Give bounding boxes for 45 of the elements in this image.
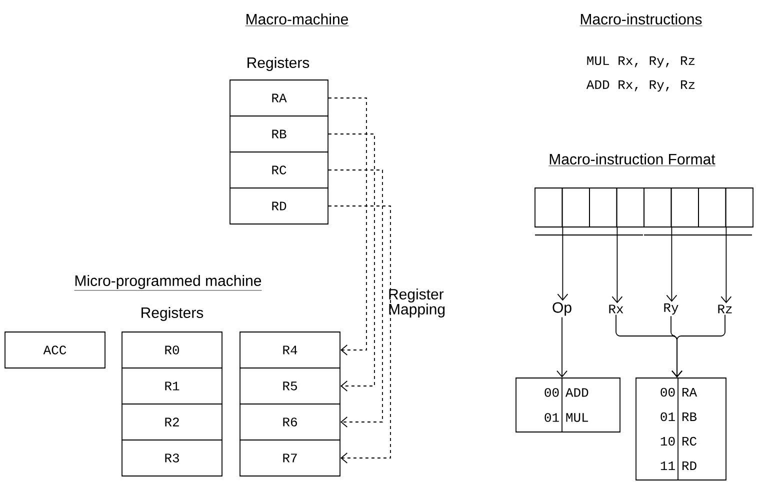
register-heading: Registers	[142, 307, 204, 321]
arrow	[666, 227, 678, 302]
section-title: Macro-instructions	[580, 14, 702, 26]
mapping-label: Register Mapping	[389, 288, 445, 318]
bit-cell	[534, 188, 563, 228]
register-box: R7	[240, 440, 340, 476]
register-box: R6	[240, 404, 340, 440]
bit-cell	[725, 188, 754, 228]
instruction-text: MUL Rx, Ry, Rz	[587, 56, 695, 68]
register-box: R0	[122, 332, 222, 368]
arrow	[328, 170, 383, 428]
register-box: RB	[230, 116, 328, 152]
field-name: Rx	[609, 304, 624, 314]
arrow	[328, 134, 375, 392]
register-box: RD	[230, 188, 328, 224]
field-name: Rz	[718, 304, 732, 314]
register-box: R3	[122, 440, 222, 476]
register-box: R4	[240, 332, 340, 368]
bit-cell	[670, 188, 699, 228]
bit-cell	[644, 188, 672, 228]
register-box: RA	[230, 80, 328, 116]
code-table: 00 ADD 01 MUL	[516, 378, 620, 432]
arrow	[556, 316, 568, 378]
arrow	[557, 227, 568, 301]
field-name: Ry	[664, 303, 678, 315]
arrow	[328, 98, 367, 356]
bit-cell	[698, 188, 726, 228]
register-box: ACC	[4, 332, 106, 368]
bit-cell	[562, 188, 590, 228]
section-title: Macro-instruction Format	[548, 154, 716, 166]
register-box: R5	[240, 368, 340, 404]
instruction-text: ADD Rx, Ry, Rz	[586, 80, 695, 92]
register-box: RC	[230, 152, 328, 188]
arrow	[720, 227, 732, 304]
arrow	[672, 314, 726, 378]
register-box: R1	[122, 368, 222, 404]
bit-cell	[589, 188, 618, 228]
arrow	[612, 227, 623, 304]
register-box: R2	[122, 404, 222, 440]
arrow	[328, 206, 391, 464]
field-name: Op	[552, 302, 572, 316]
section-title: Micro-programmed machine	[74, 275, 262, 291]
section-title: Macro-machine	[245, 14, 349, 26]
code-table: 00 RA 01 RB 10 RC 11 RD	[636, 378, 726, 480]
bit-cell	[616, 188, 644, 228]
